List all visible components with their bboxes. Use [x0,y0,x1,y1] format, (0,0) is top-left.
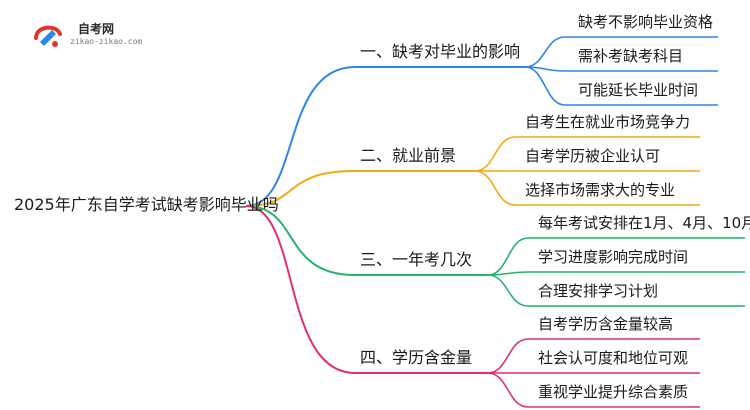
leaf-1-3: 可能延长毕业时间 [578,81,699,99]
leaf-2-3: 选择市场需求大的专业 [525,181,676,199]
logo-icon [34,25,62,47]
leaf-2-1-curve [474,136,516,172]
leaf-4-2: 社会认可度和地位可观 [538,349,689,367]
leaf-1-2: 需补考缺考科目 [578,47,684,65]
leaf-3-1: 每年考试安排在1月、4月、10月 [538,214,750,232]
leaf-4-3: 重视学业提升综合素质 [538,383,689,401]
leaf-1-1-curve [524,36,566,68]
leaf-3-3: 合理安排学习计划 [538,282,659,300]
branch-4-curve [245,205,356,374]
leaf-4-3-curve [487,372,529,408]
site-logo[interactable]: 自考网 zikao-zikao.com [30,18,150,58]
leaf-1-1: 缺考不影响毕业资格 [578,13,714,31]
branch-3-curve [245,205,356,276]
root-node: 2025年广东自学考试缺考影响毕业吗 [14,195,279,214]
branch-3-label: 三、一年考几次 [360,250,473,269]
leaf-1-3-curve [524,66,566,106]
leaf-3-3-curve [487,274,529,307]
leaf-4-1-curve [487,338,529,374]
branch-1-curve [245,66,356,207]
logo-name: 自考网 [78,22,115,36]
logo-url: zikao-zikao.com [70,37,143,46]
leaf-2-2: 自考学历被企业认可 [525,147,661,165]
branch-2-curve [245,170,356,207]
leaf-2-1: 自考生在就业市场竞争力 [525,113,691,131]
branch-2-label: 二、就业前景 [360,146,457,165]
branch-1-label: 一、缺考对毕业的影响 [360,42,521,61]
leaf-3-1-curve [487,237,529,276]
branch-4-label: 四、学历含金量 [360,348,473,367]
leaf-3-2: 学习进度影响完成时间 [538,248,689,266]
leaf-2-3-curve [474,170,516,206]
leaf-4-1: 自考学历含金量较高 [538,315,674,333]
